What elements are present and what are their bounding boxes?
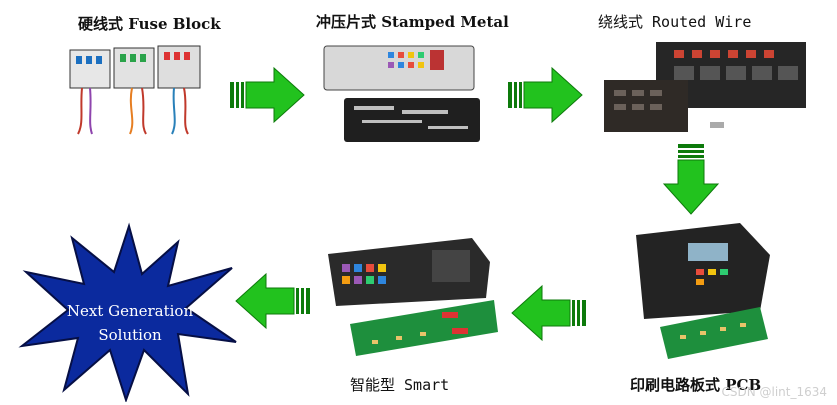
arrow-right-1 [230,66,305,124]
stage-label-pcb: 印刷电路板式 PCB [630,376,762,394]
watermark: CSDN @lint_1634 [721,385,827,399]
stage-label-smart: 智能型 Smart [350,376,450,394]
arrow-down [662,144,720,215]
next-generation-starburst: Next Generation Solution [18,222,237,402]
arrow-left-2 [235,272,310,330]
pcb-image [636,223,770,359]
arrow-right-2 [508,66,583,124]
fuse-block-image [69,45,201,135]
routed-wire-image [604,42,806,132]
starburst-line2: Solution [98,326,162,344]
starburst-line1: Next Generation [67,302,194,320]
smart-image [328,238,498,356]
stamped-metal-image [323,45,480,142]
stage-label-stamped-metal: 冲压片式 Stamped Metal [316,13,509,31]
arrow-left-1 [511,284,586,342]
stage-label-routed-wire: 绕线式 Routed Wire [598,13,752,31]
stage-label-fuse-block: 硬线式 Fuse Block [78,15,221,33]
